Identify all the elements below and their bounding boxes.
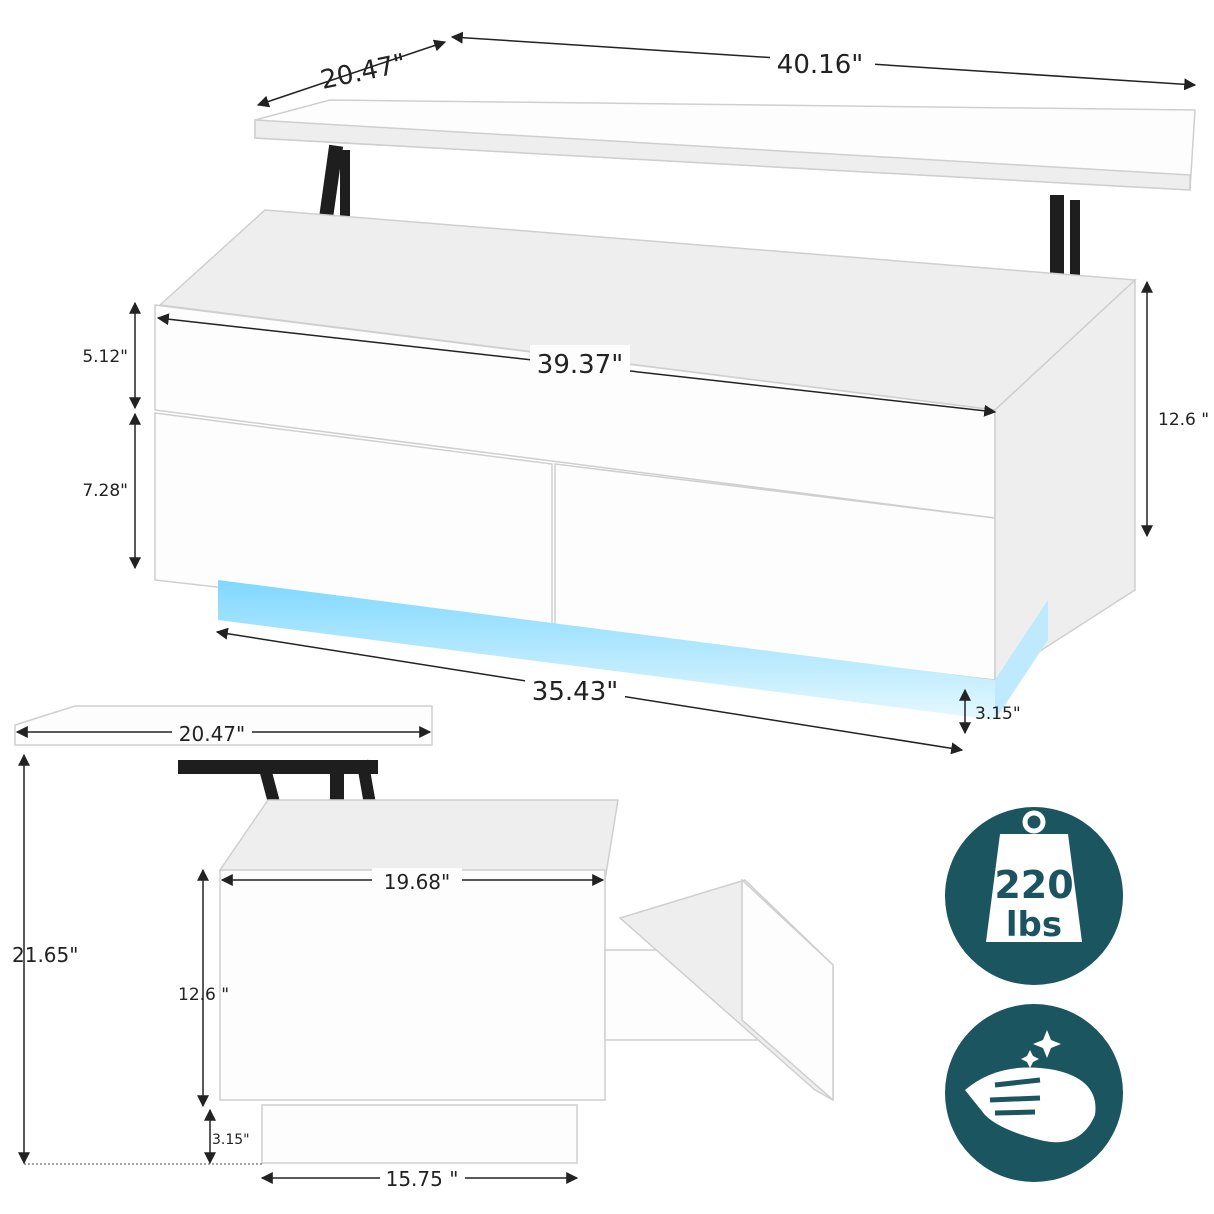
side-top-depth-label: 20.47" bbox=[179, 722, 245, 746]
weight-value: 220 bbox=[994, 863, 1073, 907]
side-body bbox=[219, 869, 606, 1101]
weight-capacity-badge: 220 lbs bbox=[945, 807, 1123, 985]
top-width-label: 40.16" bbox=[777, 50, 863, 80]
side-base bbox=[261, 1104, 578, 1164]
side-view-dimensions: 20.47" 21.65" 19.68" 12.6 " 3.15" 15.75 … bbox=[12, 720, 605, 1191]
total-height-label: 21.65" bbox=[12, 943, 78, 967]
side-base-height-label: 3.15" bbox=[212, 1132, 250, 1148]
body-width-label: 39.37" bbox=[537, 350, 623, 380]
top-view-dimensions: 20.47" 40.16" 5.12" 39.37" 12.6 " 7.28" … bbox=[82, 31, 1209, 755]
lift-top-table-side-view bbox=[14, 705, 834, 1164]
weight-icon bbox=[986, 810, 1082, 942]
wipe-clean-icon bbox=[965, 1030, 1096, 1143]
easy-clean-badge bbox=[945, 1004, 1123, 1182]
weight-unit: lbs bbox=[1006, 905, 1062, 945]
side-body-depth-label: 19.68" bbox=[384, 870, 450, 894]
side-body-height-label: 12.6 " bbox=[178, 985, 229, 1005]
upper-drawer-height-label: 5.12" bbox=[82, 347, 128, 367]
side-base-depth-label: 15.75 " bbox=[386, 1167, 459, 1191]
lift-top-table-front-view bbox=[154, 99, 1196, 720]
base-width-label: 35.43" bbox=[532, 677, 618, 707]
lower-drawer-height-label: 7.28" bbox=[82, 481, 128, 501]
top-depth-label: 20.47" bbox=[318, 49, 409, 96]
base-height-label: 3.15" bbox=[975, 704, 1021, 724]
body-height-label: 12.6 " bbox=[1158, 410, 1209, 430]
